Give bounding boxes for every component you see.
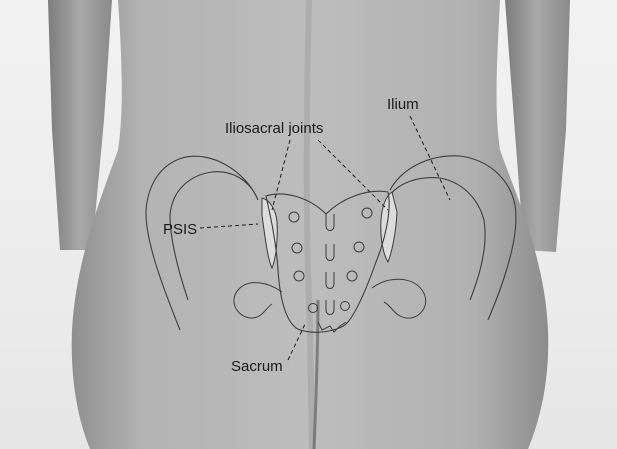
ilium-label: Ilium — [387, 97, 419, 112]
sacrum-label: Sacrum — [231, 359, 283, 374]
psis-label: PSIS — [163, 222, 197, 237]
iliosacral-joints-label: Iliosacral joints — [225, 121, 323, 136]
